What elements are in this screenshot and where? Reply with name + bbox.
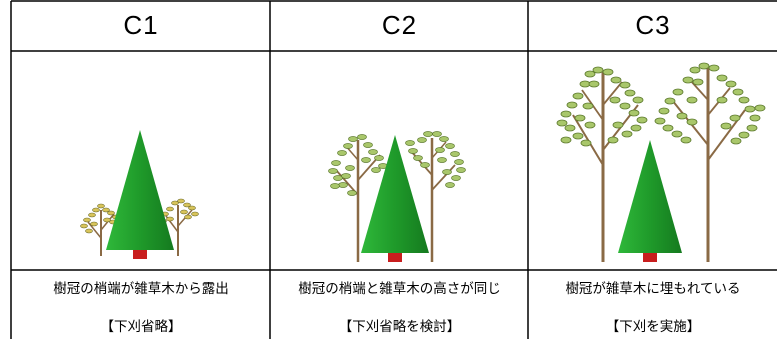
small-weed-right (159, 198, 199, 256)
column-header-c2: C2 (381, 9, 418, 40)
weed-tree-left (328, 134, 388, 262)
weed-tree-right (654, 62, 766, 262)
conifer-tree (618, 140, 682, 262)
weed-tree-right (405, 131, 466, 262)
description-c2: 樹冠の梢端と雑草木の高さが同じ (298, 281, 501, 297)
panel-c3-illustration (556, 62, 766, 262)
verdict-c3: 【下刈を実施】 (605, 319, 701, 335)
small-weed-left (80, 203, 120, 256)
column-header-c3: C3 (635, 9, 671, 40)
conifer-tree (106, 130, 174, 259)
column-header-c1: C1 (123, 9, 159, 40)
panel-c1-illustration (80, 130, 199, 259)
verdict-c2: 【下刈省略を検討】 (338, 319, 461, 335)
panel-c2-illustration (328, 131, 466, 262)
weed-tree-left (556, 66, 648, 262)
description-c3: 樹冠が雑草木に埋もれている (565, 281, 741, 297)
description-c1: 樹冠の梢端が雑草木から露出 (53, 281, 229, 297)
verdict-c1: 【下刈省略】 (100, 319, 182, 335)
conifer-tree (361, 135, 429, 262)
